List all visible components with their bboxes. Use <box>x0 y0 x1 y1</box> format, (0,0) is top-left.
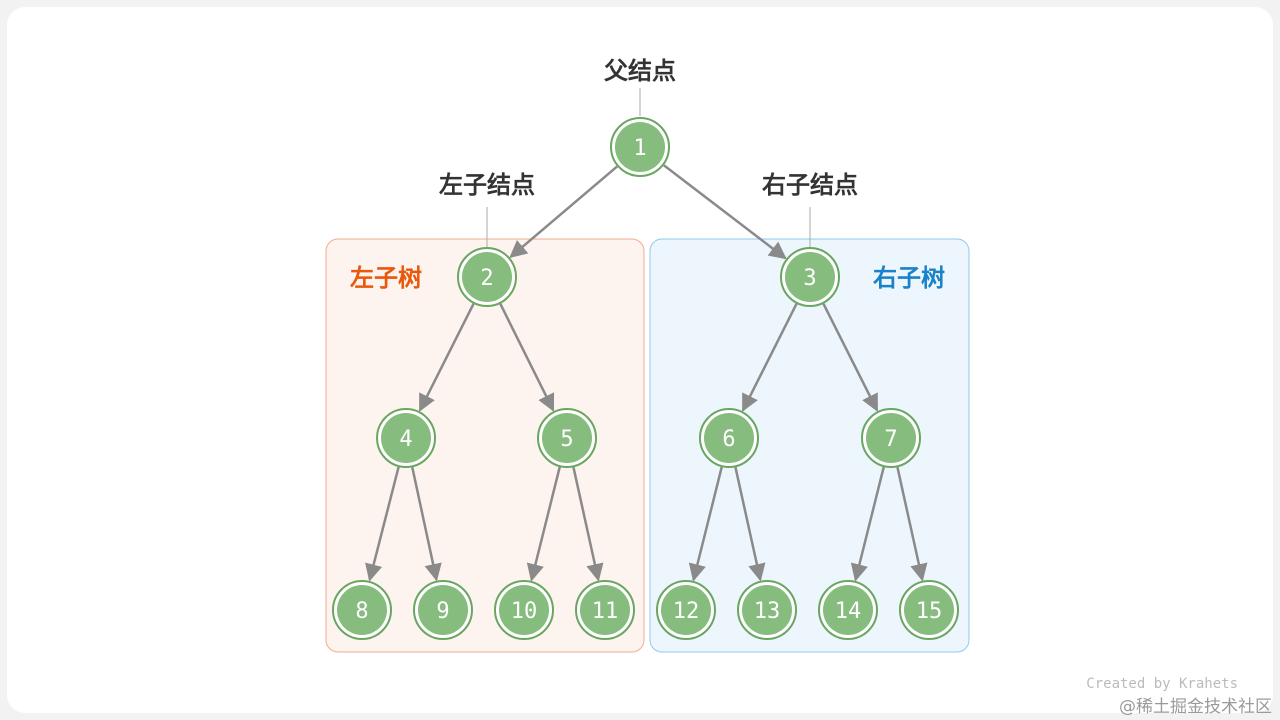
node-value: 9 <box>436 599 449 624</box>
edge-2-to-5 <box>499 303 555 412</box>
tree-node-15: 15 <box>899 580 959 640</box>
node-value: 1 <box>633 136 646 161</box>
node-value: 15 <box>916 599 943 624</box>
node-circle <box>866 413 916 463</box>
edge-1-to-2 <box>509 165 618 259</box>
edge-7-to-14 <box>850 466 885 582</box>
node-value: 13 <box>754 599 781 624</box>
node-value: 3 <box>803 266 816 291</box>
tree-node-14: 14 <box>818 580 878 640</box>
node-value: 2 <box>480 266 493 291</box>
right-subtree-label: 右子树 <box>873 264 945 292</box>
tree-node-11: 11 <box>575 580 635 640</box>
parent-node-label: 父结点 <box>604 57 676 85</box>
credit-text: Created by Krahets <box>1086 676 1238 692</box>
tree-node-10: 10 <box>494 580 554 640</box>
node-value: 8 <box>355 599 368 624</box>
node-circle <box>580 585 630 635</box>
tree-node-4: 4 <box>376 408 436 468</box>
node-value: 4 <box>399 427 412 452</box>
left-subtree-region <box>325 238 645 653</box>
tree-node-5: 5 <box>537 408 597 468</box>
left-child-label: 左子结点 <box>439 171 535 199</box>
node-circle <box>823 585 873 635</box>
tree-node-2: 2 <box>457 247 517 307</box>
edge-5-to-10 <box>526 466 561 582</box>
edges-layer <box>365 164 928 582</box>
edge-4-to-8 <box>365 466 400 582</box>
tree-node-3: 3 <box>780 247 840 307</box>
tree-node-13: 13 <box>737 580 797 640</box>
tree-node-8: 8 <box>332 580 392 640</box>
node-circle <box>418 585 468 635</box>
node-circle <box>381 413 431 463</box>
node-value: 7 <box>884 427 897 452</box>
node-circle <box>462 252 512 302</box>
edge-4-to-9 <box>411 467 442 582</box>
edge-6-to-12 <box>688 466 723 582</box>
tree-node-6: 6 <box>699 408 759 468</box>
node-circle <box>704 413 754 463</box>
node-circle <box>542 413 592 463</box>
node-value: 6 <box>722 427 735 452</box>
node-value: 10 <box>511 599 538 624</box>
edge-1-to-3 <box>663 164 787 260</box>
left-subtree-label: 左子树 <box>350 264 422 292</box>
edge-2-to-4 <box>418 303 475 412</box>
right-child-label: 右子结点 <box>762 171 858 199</box>
edge-7-to-15 <box>896 467 928 582</box>
node-value: 12 <box>673 599 700 624</box>
node-circle <box>661 585 711 635</box>
node-value: 14 <box>835 599 862 624</box>
tree-node-7: 7 <box>861 408 921 468</box>
edge-3-to-6 <box>741 303 798 412</box>
node-circle <box>337 585 387 635</box>
tree-node-1: 1 <box>610 117 670 177</box>
edge-6-to-13 <box>734 467 766 582</box>
tree-node-12: 12 <box>656 580 716 640</box>
node-circle <box>499 585 549 635</box>
edge-3-to-7 <box>822 303 879 412</box>
node-value: 5 <box>560 427 573 452</box>
node-circle <box>904 585 954 635</box>
edge-5-to-11 <box>572 467 604 582</box>
tree-node-9: 9 <box>413 580 473 640</box>
node-circle <box>615 122 665 172</box>
watermark-text: @稀土掘金技术社区 <box>1119 697 1272 717</box>
node-value: 11 <box>592 599 619 624</box>
node-circle <box>785 252 835 302</box>
node-circle <box>742 585 792 635</box>
